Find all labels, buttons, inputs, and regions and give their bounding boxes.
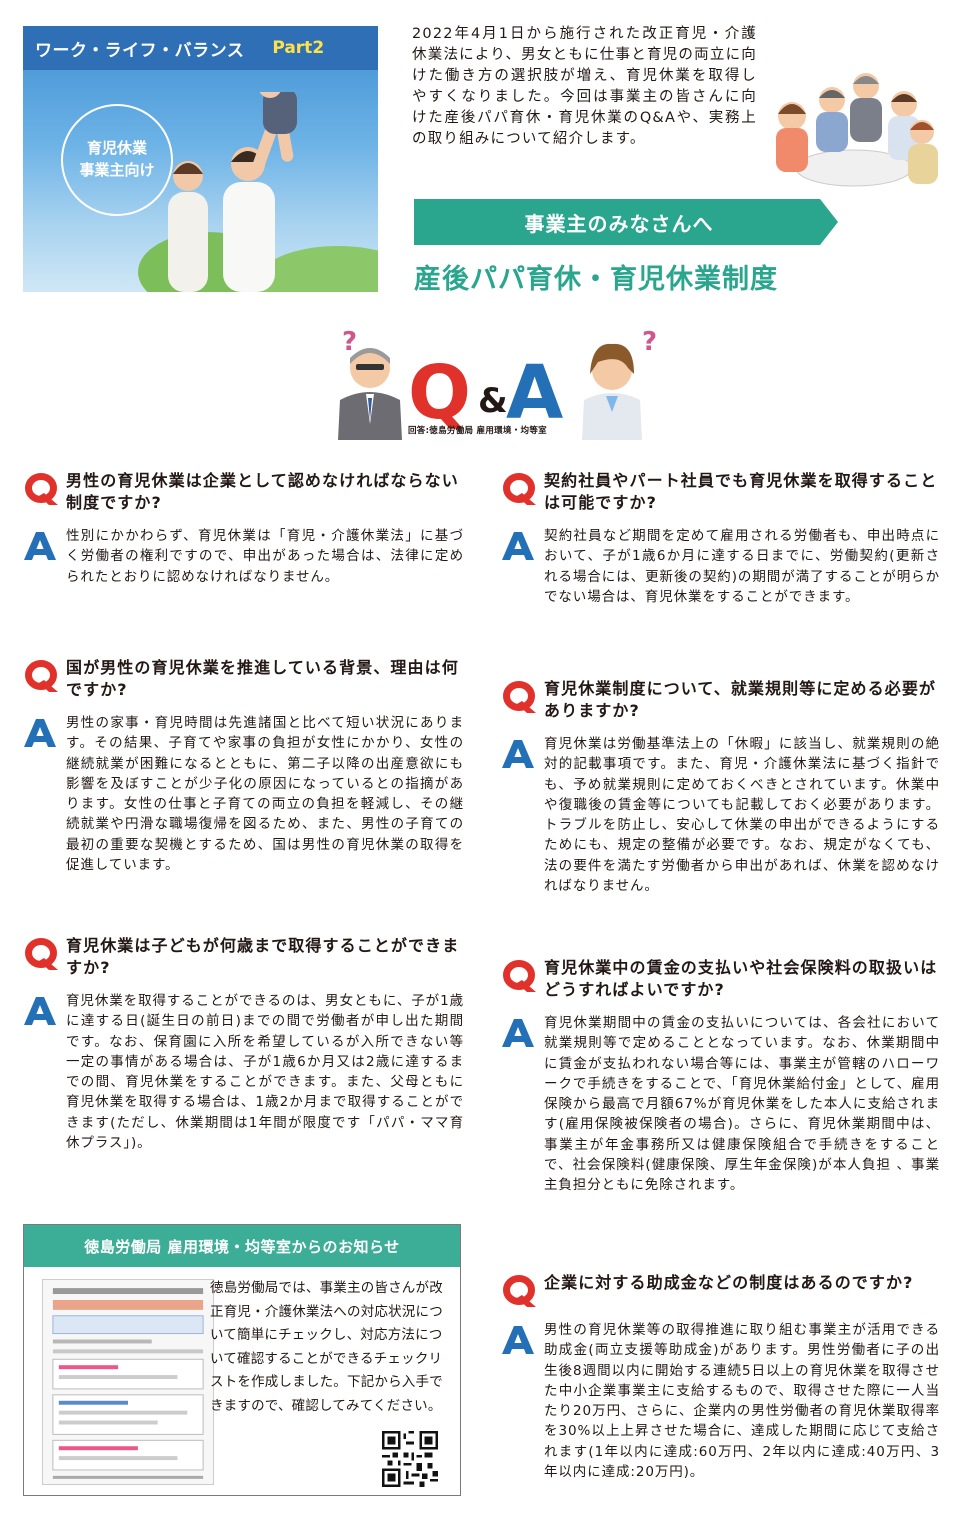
answer-text: 男性の育児休業等の取得推進に取り組む事業主が活用できる助成金(両立支援等助成金)… (544, 1322, 940, 1481)
qa-item-7: 企業に対する助成金などの制度はあるのですか? 男性の育児休業等の取得推進に取り組… (502, 1272, 940, 1482)
question-text: 国が男性の育児休業を推進している背景、理由は何ですか? (66, 658, 459, 699)
qa-logo-q: Q (408, 350, 471, 436)
question-icon (502, 959, 538, 993)
banner-text: 事業主のみなさんへ (524, 211, 714, 236)
svg-text:?: ? (342, 328, 357, 357)
answer-icon (502, 740, 534, 768)
answer-text: 育児休業を取得することができるのは、男女ともに、子が1歳に達する日(誕生日の前日… (66, 993, 464, 1152)
qa-item-2: 国が男性の育児休業を推進している背景、理由は何ですか? 男性の家事・育児時間は先… (24, 657, 464, 875)
question-icon (24, 659, 60, 693)
question-text: 育児休業中の賃金の支払いや社会保険料の取扱いはどうすればよいですか? (544, 958, 938, 999)
series-title: ワーク・ライフ・バランス (35, 40, 245, 61)
answer-icon (24, 719, 56, 747)
qa-item-1: 男性の育児休業は企業として認めなければならない制度ですか? 性別にかかわらず、育… (24, 470, 464, 587)
question-text: 企業に対する助成金などの制度はあるのですか? (544, 1273, 914, 1292)
answer-text: 育児休業期間中の賃金の支払いについては、各会社において就業規則等で定めることとな… (544, 1015, 940, 1194)
svg-text:?: ? (642, 328, 657, 357)
audience-badge: 育児休業 事業主向け (61, 104, 173, 216)
family-photo (138, 92, 378, 292)
qa-logo-amp: & (478, 381, 508, 421)
question-icon (502, 1274, 538, 1308)
answer-text: 男性の家事・育児時間は先進諸国と比べて短い状況にあります。その結果、子育てや家事… (66, 715, 464, 874)
answer-icon (24, 997, 56, 1025)
banner-arrow-shape (414, 199, 838, 245)
question-icon (24, 937, 60, 971)
question-icon (24, 472, 60, 506)
answer-icon (502, 532, 534, 560)
badge-line-2: 事業主向け (79, 161, 155, 179)
audience-banner: 事業主のみなさんへ (414, 199, 838, 245)
checklist-document-thumbnail[interactable] (42, 1279, 214, 1485)
qa-item-5: 育児休業制度について、就業規則等に定める必要がありますか? 育児休業は労働基準法… (502, 678, 940, 896)
answer-text: 契約社員など期間を定めて雇用される労働者も、申出時点において、子が1歳6か月に達… (544, 528, 940, 605)
question-icon (502, 472, 538, 506)
series-part: Part2 (272, 38, 325, 58)
answer-icon (502, 1326, 534, 1354)
question-text: 育児休業は子どもが何歳まで取得することができますか? (66, 936, 460, 977)
hero-image: ワーク・ライフ・バランス Part2 育児休業 事業主向け (23, 26, 378, 292)
notice-body: 徳島労働局では、事業主の皆さんが改正育児・介護休業法への対応状況について簡単にチ… (210, 1280, 443, 1414)
answer-text: 性別にかかわらず、育児休業は「育児・介護休業法」に基づく労働者の権利ですので、申… (66, 528, 464, 585)
question-icon (502, 680, 538, 714)
qa-logo-art: ? Q & A ? (338, 327, 657, 440)
qa-item-3: 育児休業は子どもが何歳まで取得することができますか? 育児休業を取得することがで… (24, 935, 464, 1153)
qa-item-4: 契約社員やパート社員でも育児休業を取得することは可能ですか? 契約社員など期間を… (502, 470, 940, 607)
qa-item-6: 育児休業中の賃金の支払いや社会保険料の取扱いはどうすればよいですか? 育児休業期… (502, 957, 940, 1196)
intro-text: 2022年4月1日から施行された改正育児・介護休業法により、男女ともに仕事と育児… (412, 26, 757, 147)
qr-code[interactable] (382, 1431, 438, 1487)
series-band: ワーク・ライフ・バランス Part2 (23, 26, 378, 70)
answer-icon (502, 1019, 534, 1047)
meeting-illustration (776, 73, 938, 187)
headline: 産後パパ育休・育児休業制度 (414, 264, 778, 295)
answer-text: 育児休業は労働基準法上の「休暇」に該当し、就業規則の絶対的記載事項です。また、育… (544, 736, 940, 895)
answer-credit: 回答:徳島労働局 雇用環境・均等室 (408, 426, 547, 436)
notice-title: 徳島労働局 雇用環境・均等室からのお知らせ (24, 1225, 460, 1267)
qa-logo-a: A (506, 350, 563, 436)
qa-logo: ? Q & A ? (320, 327, 660, 440)
badge-line-1: 育児休業 (86, 139, 147, 158)
question-text: 男性の育児休業は企業として認めなければならない制度ですか? (66, 471, 459, 512)
question-text: 契約社員やパート社員でも育児休業を取得することは可能ですか? (544, 471, 938, 512)
answer-icon (24, 532, 56, 560)
question-text: 育児休業制度について、就業規則等に定める必要がありますか? (544, 679, 937, 720)
notice-box: 徳島労働局 雇用環境・均等室からのお知らせ 徳島労働局では、事業主の皆さんが改正… (23, 1224, 461, 1496)
